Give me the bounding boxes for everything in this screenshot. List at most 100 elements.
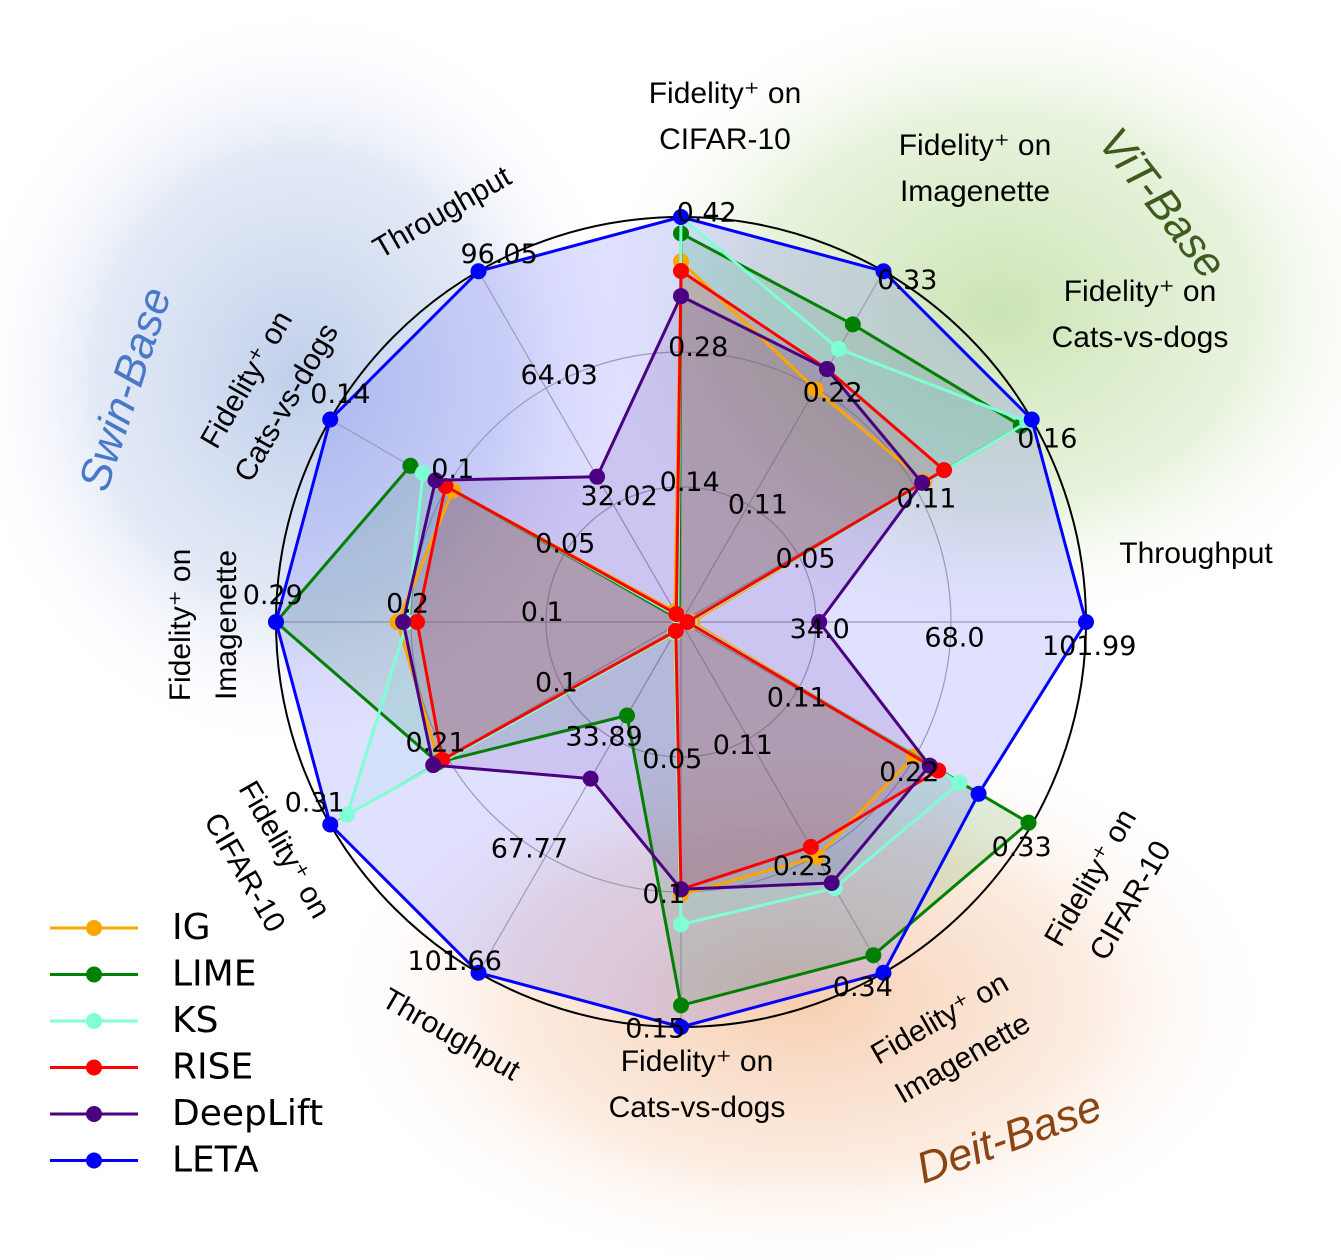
legend-marker-ig bbox=[86, 920, 102, 936]
tick-label-swin_cifar-1: 0.1 bbox=[535, 667, 578, 698]
point-lime-deit_imagenette bbox=[865, 947, 882, 964]
legend-label-lime: LIME bbox=[172, 954, 256, 995]
tick-label-vit_cats-2: 0.11 bbox=[896, 484, 956, 515]
tick-label-swin_cats-1: 0.05 bbox=[535, 529, 595, 560]
point-lime-swin_cats bbox=[402, 457, 419, 474]
point-lime-deit_cats bbox=[673, 997, 689, 1014]
axis-label-line: Fidelity⁺ on bbox=[1064, 275, 1217, 308]
point-deeplift-vit_throughput bbox=[811, 614, 828, 630]
point-deeplift-swin_cifar bbox=[425, 757, 442, 774]
axis-label-vit_imagenette: Fidelity⁺ on Imagenette bbox=[899, 129, 1052, 208]
tick-label-deit_imagenette-3: 0.34 bbox=[833, 972, 893, 1003]
axis-label-line: Fidelity⁺ on bbox=[649, 77, 802, 110]
point-ks-deit_cifar bbox=[951, 774, 968, 791]
tick-label-vit_cifar-2: 0.28 bbox=[668, 332, 728, 363]
point-leta-swin_imagenette bbox=[268, 614, 284, 630]
tick-label-deit_cifar-3: 0.33 bbox=[992, 832, 1052, 863]
legend-marker-ks bbox=[86, 1013, 102, 1029]
point-leta-swin_throughput bbox=[470, 263, 487, 280]
point-deeplift-deit_imagenette bbox=[823, 874, 840, 891]
tick-label-swin_imagenette-3: 0.29 bbox=[243, 580, 303, 611]
tick-label-swin_imagenette-1: 0.1 bbox=[521, 597, 564, 628]
axis-label-line: Imagenette bbox=[900, 175, 1050, 208]
tick-label-vit_cats-1: 0.05 bbox=[775, 544, 835, 575]
tick-label-deit_imagenette-2: 0.23 bbox=[773, 851, 833, 882]
tick-label-swin_cifar-2: 0.21 bbox=[406, 727, 466, 758]
point-leta-deit_cifar bbox=[970, 785, 987, 802]
point-ks-deit_cats bbox=[673, 916, 689, 933]
deit-group-glow bbox=[320, 720, 1280, 1260]
point-deeplift-deit_cifar bbox=[921, 757, 938, 774]
point-deeplift-vit_imagenette bbox=[819, 361, 836, 378]
axis-label-line: Fidelity⁺ on bbox=[621, 1045, 774, 1078]
point-rise-swin_imagenette bbox=[409, 614, 426, 630]
point-deeplift-vit_cifar bbox=[673, 288, 689, 305]
tick-label-deit_cifar-1: 0.11 bbox=[767, 682, 827, 713]
point-lime-deit_cifar bbox=[1020, 814, 1037, 831]
point-leta-vit_throughput bbox=[1078, 614, 1094, 630]
legend-label-leta: LETA bbox=[172, 1140, 259, 1181]
tick-label-vit_imagenette-3: 0.33 bbox=[877, 265, 937, 296]
point-leta-deit_throughput bbox=[470, 964, 487, 981]
tick-label-deit_throughput-2: 67.77 bbox=[491, 834, 568, 865]
axis-label-line: Fidelity⁺ on bbox=[164, 549, 197, 702]
tick-label-deit_cats-1: 0.05 bbox=[642, 744, 702, 775]
swin-group-glow bbox=[0, 0, 640, 760]
tick-label-vit_cats-3: 0.16 bbox=[1017, 424, 1077, 455]
axis-label-line: Imagenette bbox=[210, 550, 243, 700]
point-ks-vit_imagenette bbox=[830, 340, 847, 357]
tick-label-swin_cifar-3: 0.31 bbox=[285, 787, 345, 818]
point-deeplift-deit_cats bbox=[673, 881, 689, 898]
point-rise-vit_throughput bbox=[679, 614, 696, 630]
grid-spoke-deit_imagenette bbox=[680, 621, 885, 974]
tick-label-swin_cats-3: 0.14 bbox=[310, 379, 370, 410]
tick-label-deit_cifar-2: 0.22 bbox=[879, 757, 939, 788]
tick-label-vit_imagenette-1: 0.11 bbox=[728, 490, 788, 521]
point-rise-vit_cifar bbox=[673, 263, 689, 279]
axis-label-line: Fidelity⁺ on bbox=[899, 129, 1052, 162]
point-leta-vit_cifar bbox=[673, 209, 689, 225]
point-rise-deit_throughput bbox=[667, 622, 684, 639]
point-lime-vit_imagenette bbox=[844, 316, 861, 333]
axis-label-vit_cats: Fidelity⁺ on Cats-vs-dogs bbox=[1052, 275, 1229, 354]
tick-label-swin_cats-2: 0.1 bbox=[431, 454, 474, 485]
point-lime-deit_throughput bbox=[619, 707, 636, 724]
point-leta-vit_cats bbox=[1023, 411, 1040, 428]
legend-marker-deeplift bbox=[86, 1106, 102, 1122]
tick-label-vit_throughput-1: 34.0 bbox=[790, 614, 850, 645]
series-area-deeplift bbox=[403, 296, 930, 890]
legend-label-deeplift: DeepLift bbox=[172, 1093, 323, 1134]
point-deeplift-swin_imagenette bbox=[395, 614, 412, 630]
legend-label-ks: KS bbox=[172, 1000, 218, 1041]
tick-label-deit_throughput-1: 33.89 bbox=[565, 721, 642, 752]
axis-label-line: Cats-vs-dogs bbox=[1052, 321, 1229, 354]
tick-label-vit_throughput-2: 68.0 bbox=[924, 623, 984, 654]
grid-spoke-deit_throughput bbox=[477, 621, 682, 974]
legend-marker-lime bbox=[86, 966, 102, 983]
tick-label-swin_throughput-3: 96.05 bbox=[460, 239, 537, 270]
series-area-lime bbox=[276, 233, 1029, 1006]
point-leta-deit_imagenette bbox=[875, 964, 892, 981]
point-leta-swin_cats bbox=[322, 411, 339, 428]
tick-label-deit_cats-2: 0.1 bbox=[642, 879, 685, 910]
tick-label-deit_cats-3: 0.15 bbox=[625, 1014, 685, 1045]
tick-labels: 0.14 0.28 0.42 0.11 0.22 0.33 0.05 0.11 0.16 34.0… bbox=[243, 197, 1137, 1044]
point-ig-vit_imagenette bbox=[807, 381, 824, 398]
legend-marker-leta bbox=[86, 1152, 102, 1169]
point-deeplift-vit_cats bbox=[914, 474, 931, 491]
point-deeplift-deit_throughput bbox=[582, 770, 599, 787]
point-leta-deit_cats bbox=[673, 1019, 689, 1035]
point-ks-swin_cats bbox=[414, 465, 431, 482]
tick-label-vit_cifar-3: 0.42 bbox=[677, 197, 737, 228]
tick-label-deit_imagenette-1: 0.11 bbox=[713, 730, 773, 761]
legend-label-rise: RISE bbox=[172, 1047, 253, 1088]
tick-label-deit_throughput-3: 101.66 bbox=[407, 946, 501, 977]
point-rise-deit_imagenette bbox=[802, 838, 819, 855]
legend-label-ig: IG bbox=[172, 907, 211, 948]
series-lines bbox=[268, 209, 1094, 1035]
tick-label-swin_throughput-1: 32.02 bbox=[581, 481, 658, 512]
